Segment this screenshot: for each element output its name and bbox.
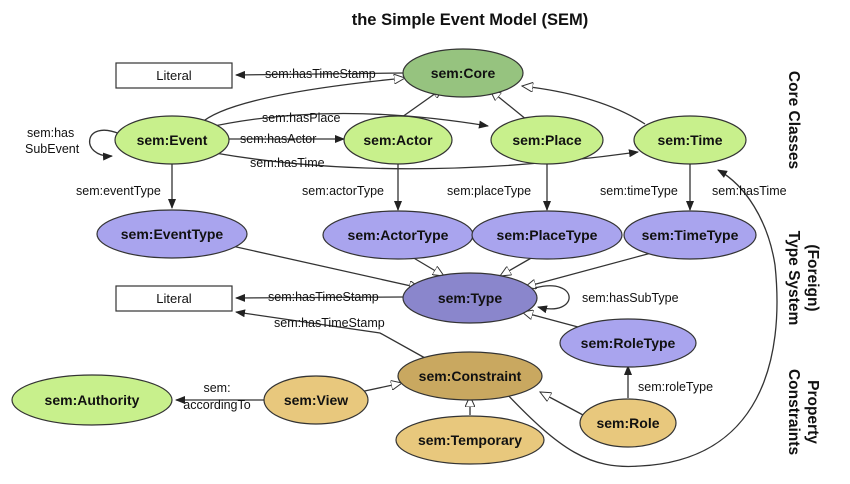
node-constraint: sem:Constraint: [397, 351, 543, 401]
node-event: sem:Event: [114, 115, 230, 165]
edge-actortype-subclass-type: [411, 256, 444, 276]
node-literal-top-label: Literal: [156, 68, 192, 83]
node-view: sem:View: [263, 375, 369, 425]
node-actor: sem:Actor: [343, 115, 453, 165]
label-event-type: sem:eventType: [76, 184, 161, 198]
node-role-type-label: sem:RoleType: [581, 335, 676, 351]
node-actor-type: sem:ActorType: [322, 210, 474, 260]
edge-event-subevent-loop: [88, 129, 121, 161]
side-label-constraints-line2: Constraints: [785, 369, 802, 455]
edge-event-place: [204, 112, 489, 129]
edge-place-subclass-core: [490, 90, 528, 121]
node-type: sem:Type: [402, 272, 538, 324]
node-authority: sem:Authority: [11, 374, 173, 426]
node-time: sem:Time: [633, 115, 747, 165]
node-constraint-label: sem:Constraint: [419, 368, 522, 384]
edge-time-subclass-core: [522, 86, 646, 125]
node-role-type: sem:RoleType: [559, 318, 697, 368]
node-actor-type-label: sem:ActorType: [348, 227, 449, 243]
node-event-label: sem:Event: [137, 132, 208, 148]
label-core-has-time-stamp: sem:hasTimeStamp: [265, 67, 376, 81]
label-has-place: sem:hasPlace: [262, 111, 341, 125]
node-place-label: sem:Place: [512, 132, 581, 148]
edge-constraint-hastime-time: [504, 169, 778, 468]
edge-timetype-subclass-type: [525, 251, 656, 287]
label-according-to-line2: accordingTo: [183, 398, 250, 412]
node-role-label: sem:Role: [596, 415, 659, 431]
node-place-type-label: sem:PlaceType: [497, 227, 598, 243]
edge-roletype-subclass-type: [522, 312, 579, 328]
node-core: sem:Core: [402, 48, 524, 98]
node-temporary-label: sem:Temporary: [418, 432, 522, 448]
label-actor-type: sem:actorType: [302, 184, 384, 198]
label-constraint-has-time-stamp: sem:hasTimeStamp: [274, 316, 385, 330]
node-type-label: sem:Type: [438, 290, 503, 306]
label-according-to-line1: sem:: [203, 381, 230, 395]
diagram-title: the Simple Event Model (SEM): [352, 11, 589, 29]
side-label-type-system-line2: Type System: [785, 231, 802, 325]
label-has-time: sem:hasTime: [250, 156, 325, 170]
node-view-label: sem:View: [284, 392, 348, 408]
edge-constraint-timestamp-literal: [235, 309, 426, 359]
side-label-type-system-line1: (Foreign): [804, 244, 821, 311]
label-has-sub-event-line1: sem:has: [27, 126, 74, 140]
node-temporary: sem:Temporary: [395, 415, 545, 465]
node-time-type: sem:TimeType: [623, 210, 757, 260]
node-event-type: sem:EventType: [96, 209, 248, 259]
node-time-type-label: sem:TimeType: [642, 227, 739, 243]
node-role: sem:Role: [579, 398, 677, 448]
edge-eventtype-subclass-type: [231, 245, 420, 288]
label-place-type: sem:placeType: [447, 184, 531, 198]
node-event-type-label: sem:EventType: [121, 226, 224, 242]
label-role-type: sem:roleType: [638, 380, 713, 394]
edge-type-subtype-loop: [534, 285, 570, 314]
node-literal-mid: Literal: [115, 285, 233, 312]
node-actor-label: sem:Actor: [363, 132, 433, 148]
label-has-actor: sem:hasActor: [240, 132, 316, 146]
node-place: sem:Place: [490, 115, 604, 165]
node-authority-label: sem:Authority: [45, 392, 140, 408]
label-time-type: sem:timeType: [600, 184, 678, 198]
edge-core-timestamp-literal: [235, 70, 404, 79]
edge-type-timestamp-literal: [235, 293, 404, 302]
edge-role-subclass-constraint: [540, 391, 584, 416]
node-literal-mid-label: Literal: [156, 291, 192, 306]
edge-view-subclass-constraint: [359, 383, 402, 393]
side-label-constraints-line1: Property: [804, 380, 821, 444]
node-literal-top: Literal: [115, 62, 233, 89]
node-time-label: sem:Time: [657, 132, 722, 148]
side-label-core-classes: Core Classes: [785, 71, 802, 169]
node-core-label: sem:Core: [431, 65, 496, 81]
label-has-sub-event-line2: SubEvent: [25, 142, 80, 156]
label-has-time-right: sem:hasTime: [712, 184, 787, 198]
edge-event-subclass-core: [199, 78, 405, 125]
node-place-type: sem:PlaceType: [471, 210, 623, 260]
label-has-sub-type: sem:hasSubType: [582, 291, 679, 305]
label-type-has-time-stamp: sem:hasTimeStamp: [268, 290, 379, 304]
edge-placetype-subclass-type: [500, 256, 534, 276]
